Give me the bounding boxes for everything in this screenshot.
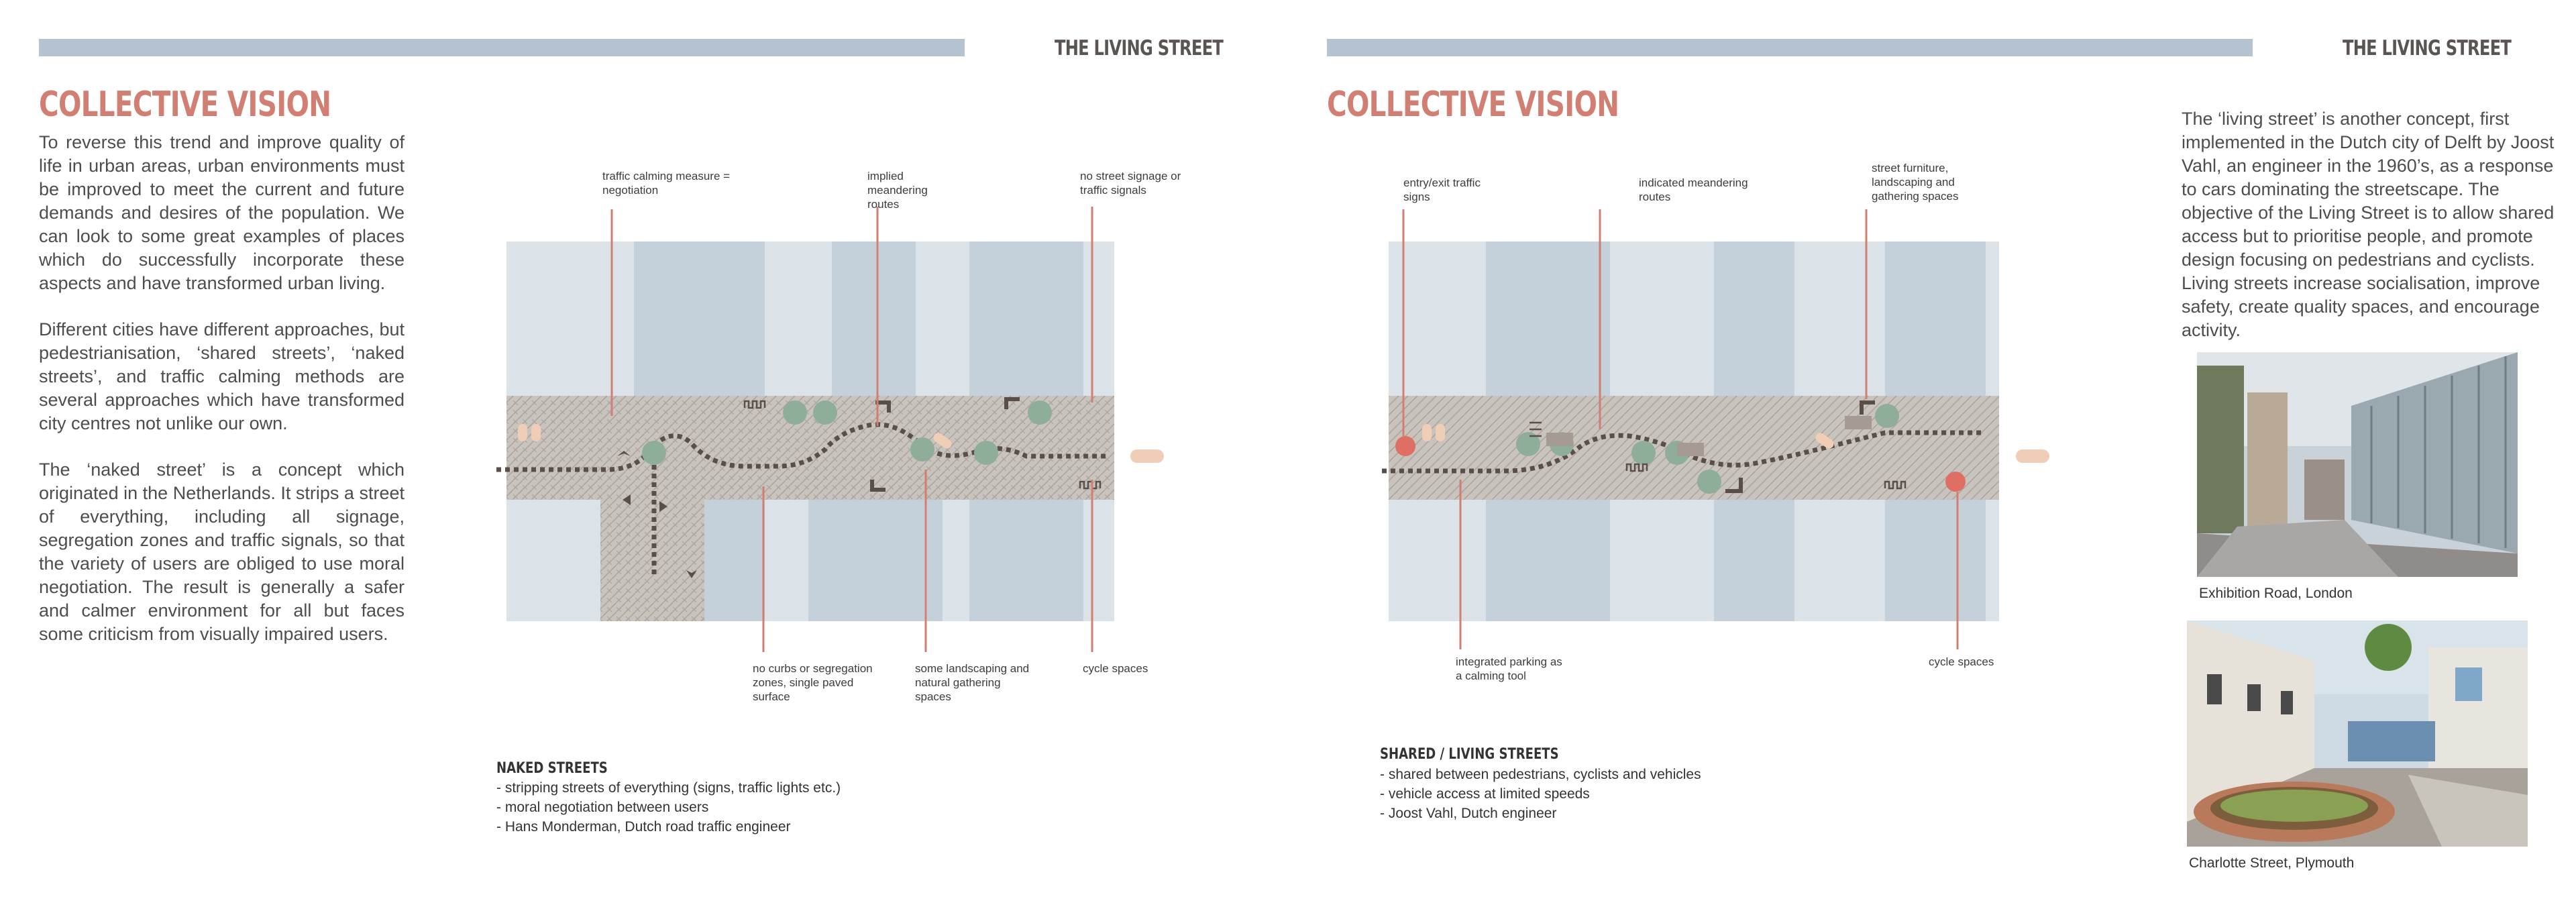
intro-text: To reverse this trend and improve qualit… (39, 131, 405, 669)
charlotte-street-photo (2187, 621, 2528, 847)
naked-street-diagram (496, 207, 1164, 652)
running-header: THE LIVING STREET (2343, 36, 2512, 60)
right-page: THE LIVING STREET COLLECTIVE VISION The … (1288, 0, 2576, 911)
photo-caption: Exhibition Road, London (2199, 586, 2353, 601)
diagram-label: implied meandering routes (867, 170, 928, 211)
list-item: - stripping streets of everything (signs… (496, 780, 841, 796)
photo-caption: Charlotte Street, Plymouth (2189, 855, 2355, 871)
list-item: - shared between pedestrians, cyclists a… (1380, 767, 1701, 782)
exhibition-road-photo (2197, 352, 2518, 577)
section-title: COLLECTIVE VISION (39, 85, 331, 125)
diagram-label: indicated meandering routes (1639, 176, 1748, 203)
diagram-label: cycle spaces (1929, 655, 1994, 668)
paragraph: The ‘naked street’ is a concept which or… (39, 460, 405, 644)
list-item: - Joost Vahl, Dutch engineer (1380, 806, 1557, 821)
left-page: THE LIVING STREET COLLECTIVE VISION To r… (39, 36, 1224, 837)
note-list: - stripping streets of everything (signs… (496, 778, 966, 837)
diagram-label: street furniture, landscaping and gather… (1872, 162, 1959, 203)
header-bar (1327, 39, 2253, 56)
paragraph: The ‘living street’ is another concept, … (2182, 109, 2555, 340)
diagram-label: no curbs or segregation zones, single pa… (753, 662, 873, 703)
note-list: - shared between pedestrians, cyclists a… (1380, 765, 1849, 823)
note-title: SHARED / LIVING STREETS (1380, 746, 1559, 763)
diagram-label: cycle spaces (1083, 662, 1148, 675)
note-title: NAKED STREETS (496, 760, 608, 777)
diagram-label: entry/exit traffic signs (1403, 176, 1481, 203)
paragraph: Different cities have different approach… (39, 319, 405, 433)
header-bar (39, 39, 965, 56)
list-item: - Hans Monderman, Dutch road traffic eng… (496, 819, 791, 835)
diagram-label: traffic calming measure = negotiation (602, 170, 731, 197)
paragraph: To reverse this trend and improve qualit… (39, 132, 405, 293)
diagram-label: integrated parking as a calming tool (1456, 655, 1562, 682)
section-title: COLLECTIVE VISION (1327, 85, 1619, 125)
living-street-text: The ‘living street’ is another concept, … (2182, 107, 2555, 365)
list-item: - vehicle access at limited speeds (1380, 786, 1590, 802)
running-header: THE LIVING STREET (1055, 36, 1224, 60)
list-item: - moral negotiation between users (496, 800, 709, 815)
diagram-label: some landscaping and natural gathering s… (915, 662, 1030, 703)
diagram-label: no street signage or traffic signals (1080, 170, 1181, 197)
living-street-diagram (1382, 209, 2049, 649)
